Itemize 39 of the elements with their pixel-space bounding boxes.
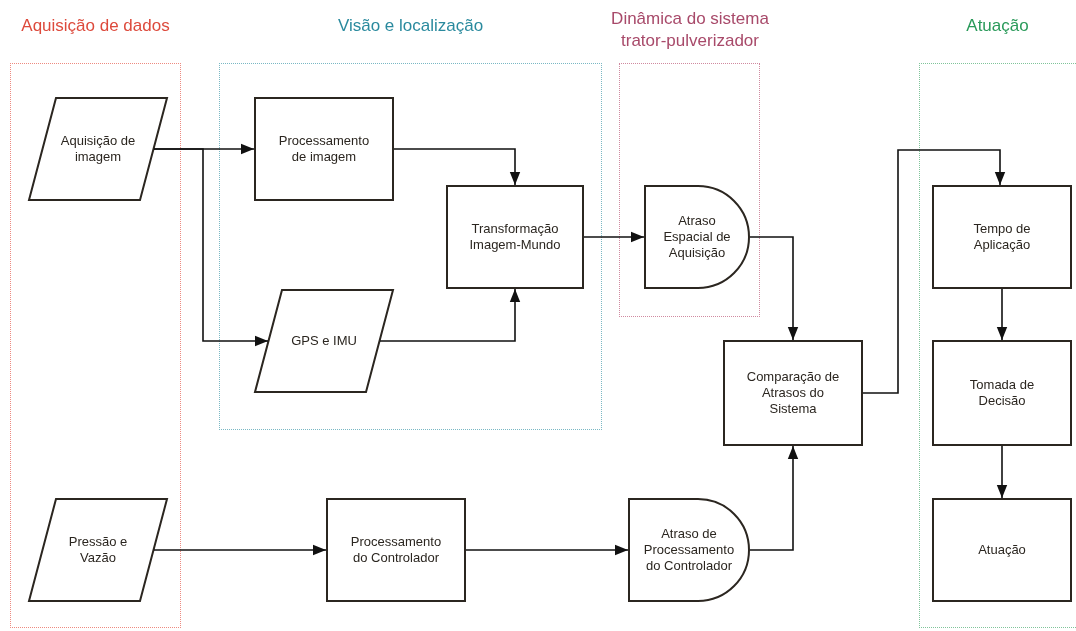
node-label: Comparação de Atrasos do Sistema — [745, 369, 841, 417]
process-box — [932, 340, 1072, 446]
arrow — [996, 288, 1008, 341]
process-box — [932, 185, 1072, 289]
data-parallelogram — [254, 289, 394, 393]
node-label: Pressão e Vazão — [67, 534, 129, 566]
arrow — [393, 148, 521, 186]
node-label: GPS e IMU — [291, 333, 357, 349]
process-box — [254, 97, 394, 201]
arrow — [153, 544, 327, 556]
node-label: Aquisição de imagem — [59, 133, 137, 165]
arrow — [749, 445, 799, 551]
group-heading: Atuação — [965, 15, 1030, 37]
arrow — [379, 288, 521, 342]
arrow — [996, 445, 1008, 499]
arrow — [583, 231, 645, 243]
group-heading: Dinâmica do sistema trator-pulverizador — [610, 8, 770, 52]
group-heading: Aquisição de dados — [20, 15, 171, 37]
arrow — [862, 149, 1006, 394]
node-label: Tomada de Decisão — [968, 377, 1036, 409]
node-label: Atuação — [978, 542, 1026, 558]
arrow — [465, 544, 629, 556]
node-label: Processamento de imagem — [277, 133, 371, 165]
delay-shape — [644, 185, 750, 289]
arrow — [153, 148, 269, 347]
node-label: Atraso Espacial de Aquisição — [662, 213, 732, 261]
data-parallelogram — [28, 498, 168, 602]
node-label: Transformação Imagem-Mundo — [468, 221, 562, 253]
process-box — [326, 498, 466, 602]
process-box — [446, 185, 584, 289]
node-label: Atraso de Processamento do Controlador — [642, 526, 736, 574]
group-heading: Visão e localização — [336, 15, 485, 37]
delay-shape — [628, 498, 750, 602]
data-parallelogram — [28, 97, 168, 201]
process-box — [932, 498, 1072, 602]
process-box — [723, 340, 863, 446]
node-label: Tempo de Aplicação — [972, 221, 1032, 253]
node-label: Processamento do Controlador — [349, 534, 443, 566]
arrow — [749, 236, 799, 341]
